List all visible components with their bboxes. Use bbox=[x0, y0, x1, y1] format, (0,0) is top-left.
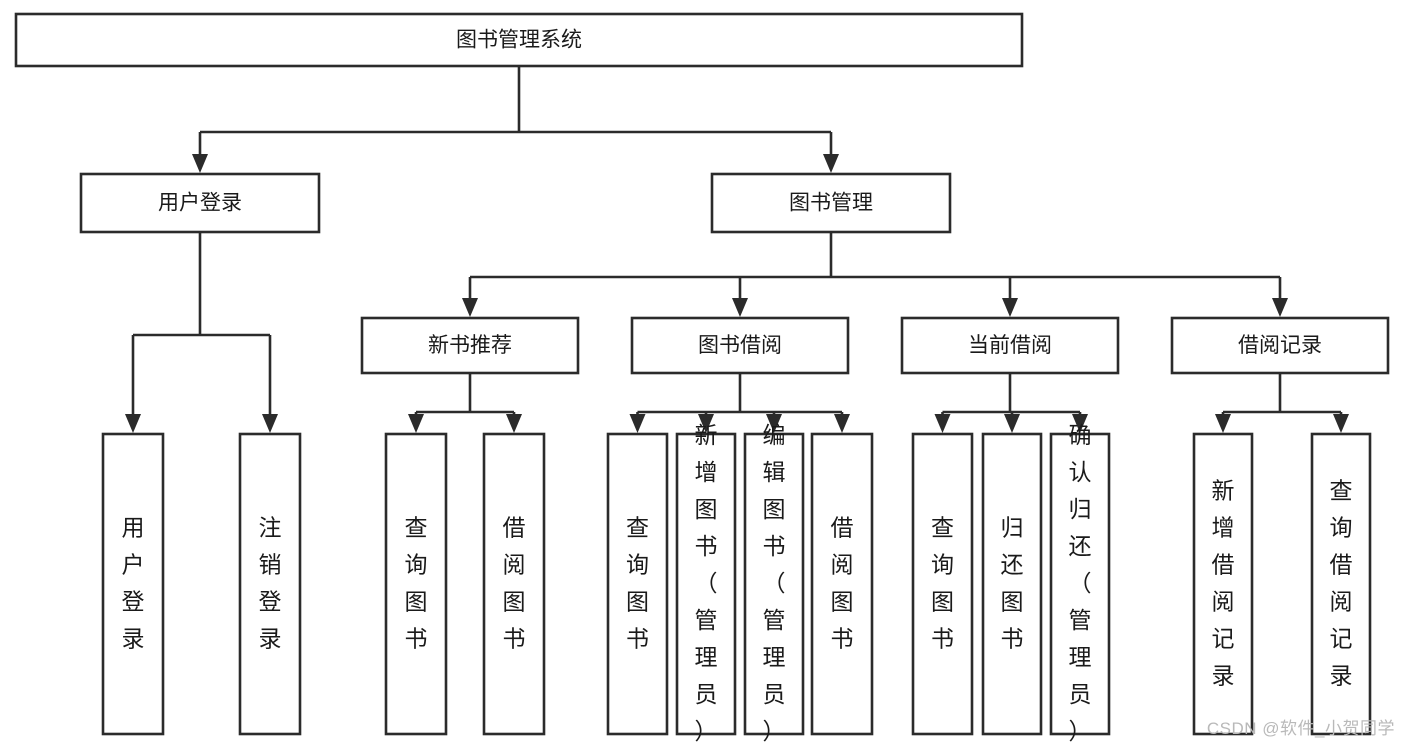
node-box-leaf-query-book-borrow bbox=[606, 432, 669, 736]
node-box-leaf-logout bbox=[238, 432, 302, 736]
node-label-leaf-edit-book-admin: 编辑图书（管理员） bbox=[763, 422, 786, 744]
node-label-leaf-return-book: 归还图书 bbox=[1001, 515, 1024, 652]
node-box-new-book-recommend bbox=[360, 316, 580, 375]
node-box-current-borrow bbox=[900, 316, 1120, 375]
node-label-leaf-borrow-book-rec: 借阅图书 bbox=[503, 515, 526, 652]
node-leaf-user-login[interactable]: 用户登录 bbox=[101, 432, 165, 736]
node-box-root bbox=[14, 12, 1024, 68]
nodes-layer: 图书管理系统用户登录图书管理新书推荐图书借阅当前借阅借阅记录用户登录注销登录查询… bbox=[14, 12, 1390, 744]
node-box-leaf-confirm-return-admin bbox=[1049, 432, 1111, 736]
node-box-leaf-add-borrow-record bbox=[1192, 432, 1254, 736]
node-current-borrow[interactable]: 当前借阅 bbox=[900, 316, 1120, 375]
node-box-book-manage bbox=[710, 172, 952, 234]
node-label-borrow-record: 借阅记录 bbox=[1238, 334, 1322, 357]
node-new-book-recommend[interactable]: 新书推荐 bbox=[360, 316, 580, 375]
node-label-leaf-query-borrow-record: 查询借阅记录 bbox=[1330, 478, 1353, 689]
node-leaf-confirm-return-admin[interactable]: 确认归还（管理员） bbox=[1049, 422, 1111, 744]
node-box-leaf-borrow-book-rec bbox=[482, 432, 546, 736]
node-leaf-return-book[interactable]: 归还图书 bbox=[981, 432, 1043, 736]
node-label-current-borrow: 当前借阅 bbox=[968, 334, 1052, 357]
node-label-root: 图书管理系统 bbox=[456, 29, 582, 52]
node-box-leaf-add-book-admin bbox=[675, 432, 737, 736]
node-borrow-record[interactable]: 借阅记录 bbox=[1170, 316, 1390, 375]
node-leaf-borrow-book[interactable]: 借阅图书 bbox=[810, 432, 874, 736]
node-box-book-borrow bbox=[630, 316, 850, 375]
node-label-leaf-confirm-return-admin: 确认归还（管理员） bbox=[1069, 422, 1092, 744]
node-box-leaf-edit-book-admin bbox=[743, 432, 805, 736]
node-book-borrow[interactable]: 图书借阅 bbox=[630, 316, 850, 375]
node-label-leaf-query-book-current: 查询图书 bbox=[931, 515, 954, 652]
node-root[interactable]: 图书管理系统 bbox=[14, 12, 1024, 68]
node-leaf-borrow-book-rec[interactable]: 借阅图书 bbox=[482, 432, 546, 736]
node-label-leaf-add-book-admin: 新增图书（管理员） bbox=[695, 422, 718, 744]
node-leaf-query-book-rec[interactable]: 查询图书 bbox=[384, 432, 448, 736]
node-label-leaf-query-book-borrow: 查询图书 bbox=[626, 515, 649, 652]
node-leaf-edit-book-admin[interactable]: 编辑图书（管理员） bbox=[743, 422, 805, 744]
node-label-leaf-user-login: 用户登录 bbox=[122, 515, 145, 652]
node-box-leaf-return-book bbox=[981, 432, 1043, 736]
node-box-leaf-query-book-rec bbox=[384, 432, 448, 736]
node-user-login[interactable]: 用户登录 bbox=[79, 172, 321, 234]
node-label-book-borrow: 图书借阅 bbox=[698, 334, 782, 357]
node-leaf-add-borrow-record[interactable]: 新增借阅记录 bbox=[1192, 432, 1254, 736]
node-book-manage[interactable]: 图书管理 bbox=[710, 172, 952, 234]
node-label-new-book-recommend: 新书推荐 bbox=[428, 334, 512, 357]
node-leaf-query-borrow-record[interactable]: 查询借阅记录 bbox=[1310, 432, 1372, 736]
node-leaf-add-book-admin[interactable]: 新增图书（管理员） bbox=[675, 422, 737, 744]
node-leaf-logout[interactable]: 注销登录 bbox=[238, 432, 302, 736]
connectors-layer bbox=[125, 66, 1349, 433]
node-label-book-manage: 图书管理 bbox=[789, 192, 873, 215]
node-label-user-login: 用户登录 bbox=[158, 192, 242, 215]
node-label-leaf-borrow-book: 借阅图书 bbox=[831, 515, 854, 652]
node-box-leaf-user-login bbox=[101, 432, 165, 736]
node-box-borrow-record bbox=[1170, 316, 1390, 375]
node-label-leaf-add-borrow-record: 新增借阅记录 bbox=[1212, 478, 1235, 689]
node-label-leaf-query-book-rec: 查询图书 bbox=[405, 515, 428, 652]
node-box-leaf-borrow-book bbox=[810, 432, 874, 736]
node-box-leaf-query-book-current bbox=[911, 432, 974, 736]
node-box-leaf-query-borrow-record bbox=[1310, 432, 1372, 736]
node-box-user-login bbox=[79, 172, 321, 234]
node-leaf-query-book-borrow[interactable]: 查询图书 bbox=[606, 432, 669, 736]
node-leaf-query-book-current[interactable]: 查询图书 bbox=[911, 432, 974, 736]
node-label-leaf-logout: 注销登录 bbox=[259, 515, 282, 652]
